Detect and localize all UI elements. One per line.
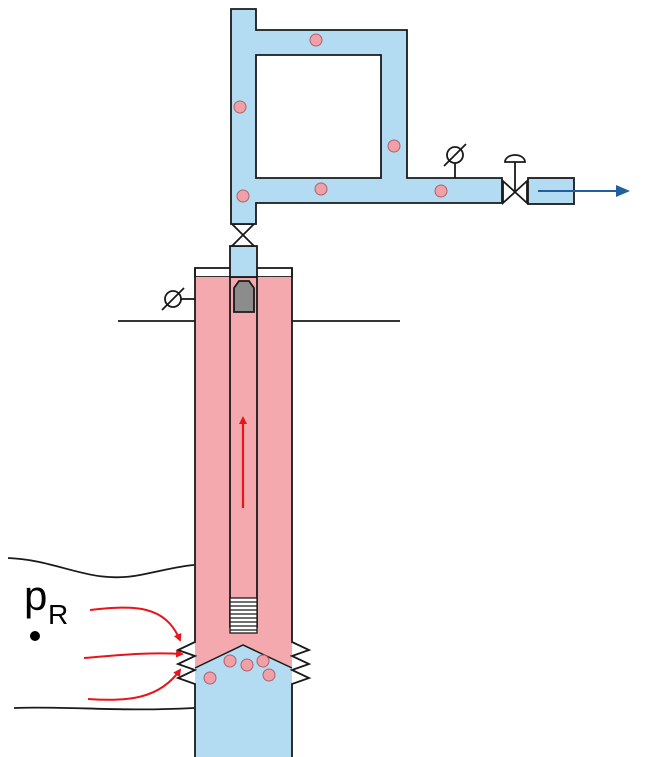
droplet: [236, 189, 250, 203]
casing-left-wall: [175, 268, 198, 757]
droplet: [262, 668, 276, 682]
droplet: [434, 184, 448, 198]
plunger: [233, 280, 255, 313]
reservoir-pressure-subscript: R: [48, 599, 68, 630]
casing-pressure-gauge-icon[interactable]: [161, 287, 195, 311]
reservoir-pressure-symbol: p: [24, 572, 47, 619]
valve-icon[interactable]: [229, 223, 257, 247]
pressure-gauge-icon[interactable]: [443, 143, 467, 178]
droplet: [314, 182, 328, 196]
inflow-arrow: [89, 606, 182, 642]
tubing: [229, 245, 258, 634]
droplet: [223, 654, 237, 668]
reservoir-pressure-label: p R: [24, 572, 68, 641]
formation-bottom-line: [13, 706, 195, 711]
droplet: [203, 671, 217, 685]
bumper-spring: [229, 597, 258, 634]
inflow-arrows: [83, 606, 184, 701]
formation-top-line: [7, 557, 195, 579]
reservoir-point-marker: [30, 631, 40, 641]
control-valve-icon[interactable]: [502, 154, 528, 206]
tubing-gas-top: [229, 245, 258, 278]
piping-loop: [230, 8, 503, 225]
droplet: [240, 658, 254, 672]
inflow-arrow: [83, 649, 184, 659]
droplet: [387, 139, 401, 153]
droplet: [256, 654, 270, 668]
casing-right-wall: [289, 268, 312, 757]
liquid-droplets: [203, 33, 448, 685]
droplet: [309, 33, 323, 47]
droplet: [233, 100, 247, 114]
inflow-arrow: [87, 668, 182, 701]
liquid-gas-interface: [194, 644, 293, 669]
formation-boundary: [7, 557, 195, 711]
